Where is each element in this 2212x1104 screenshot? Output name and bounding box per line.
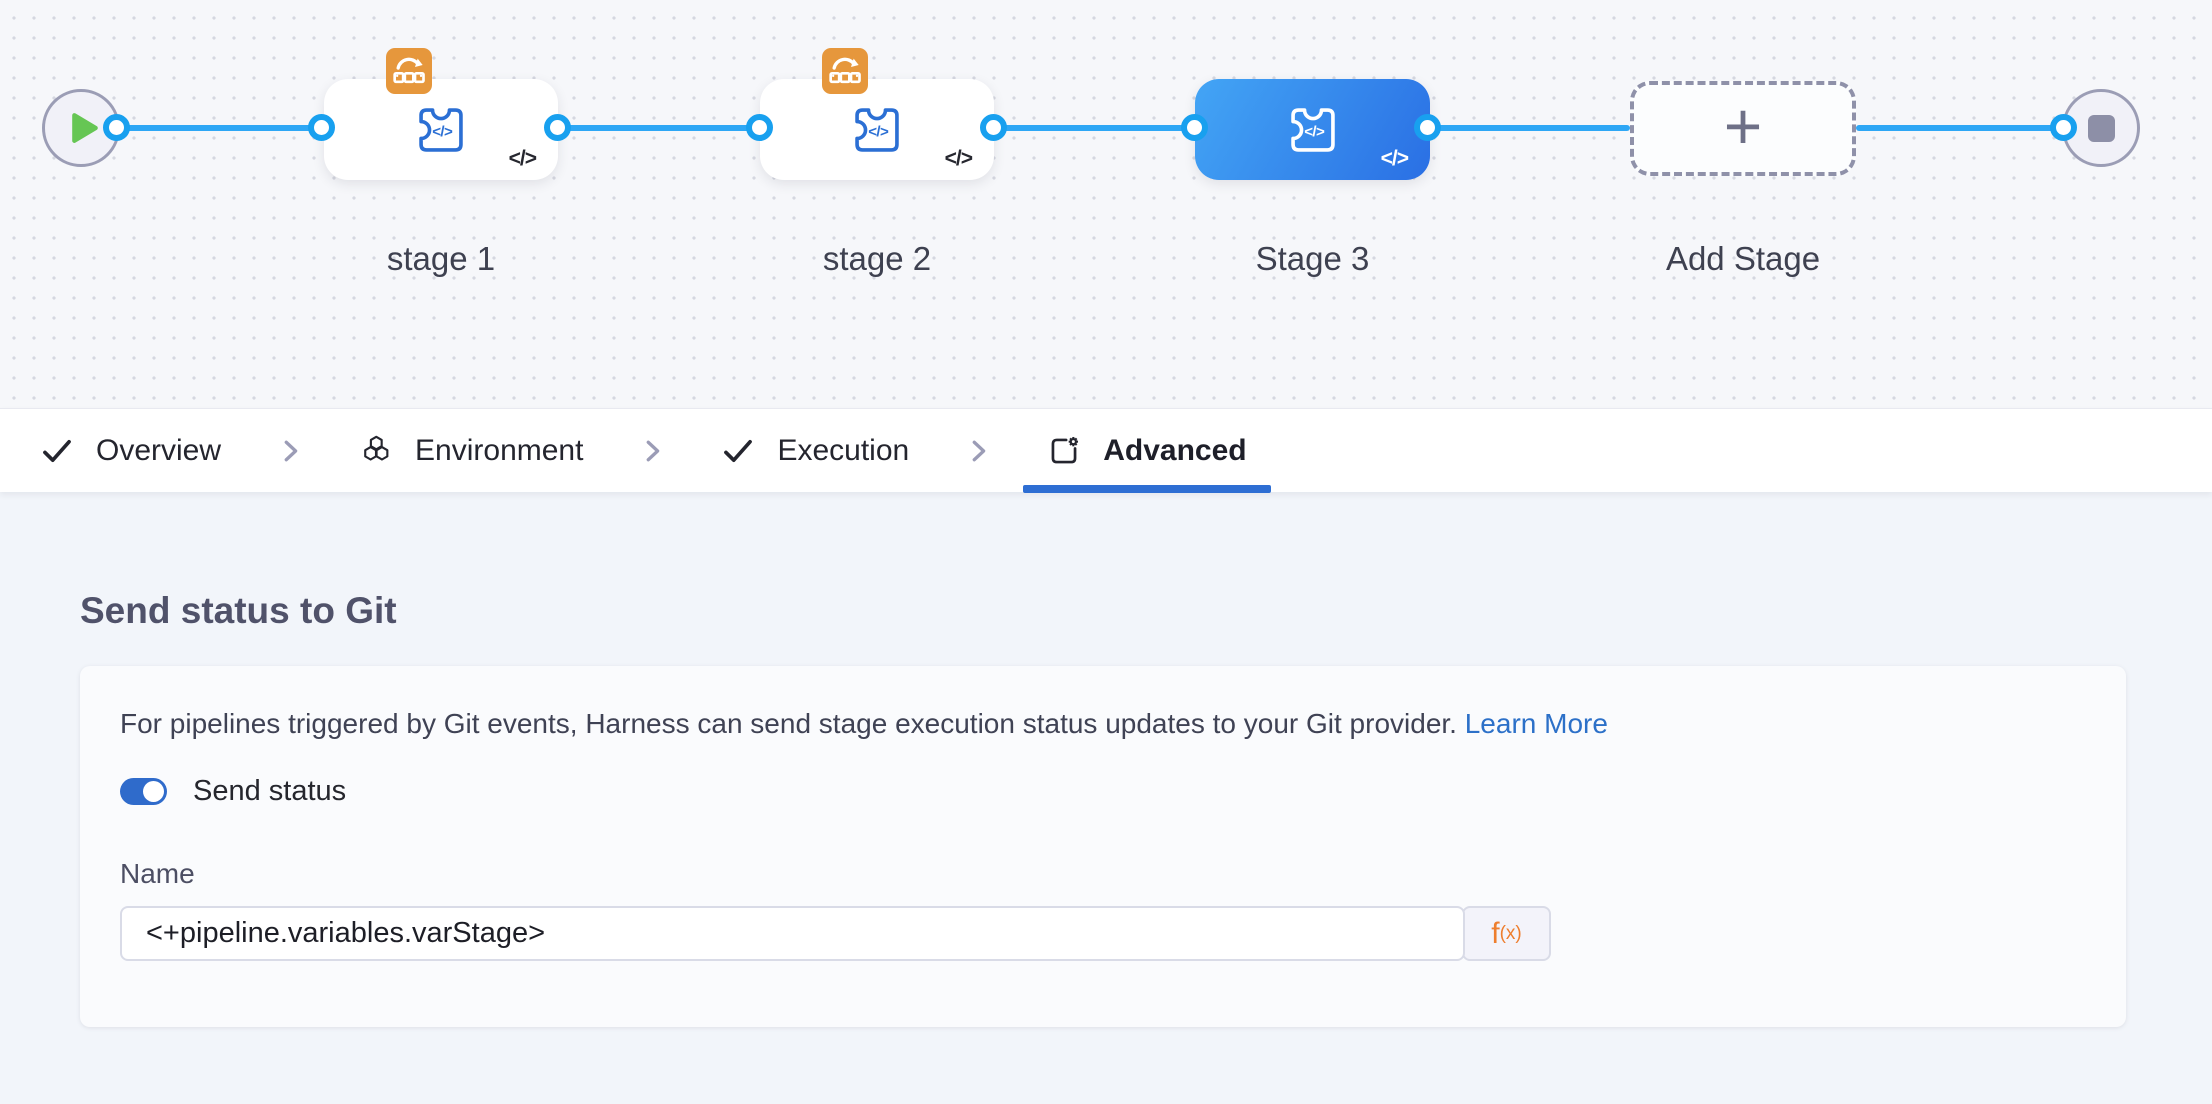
section-title: Send status to Git bbox=[80, 590, 397, 631]
connector-port[interactable] bbox=[746, 114, 773, 141]
add-stage-button[interactable]: + bbox=[1630, 81, 1856, 176]
expression-fx-button[interactable]: f(x) bbox=[1462, 906, 1551, 961]
tab-advanced[interactable]: Advanced bbox=[1023, 409, 1271, 493]
tab-overview[interactable]: Overview bbox=[40, 409, 221, 492]
add-stage-label: Add Stage bbox=[1665, 240, 1821, 277]
tab-environment[interactable]: Environment bbox=[359, 409, 583, 492]
custom-stage-icon: </> bbox=[855, 107, 899, 152]
flow-edge bbox=[556, 125, 761, 131]
play-icon bbox=[71, 113, 98, 143]
chevron-right-icon bbox=[275, 436, 305, 466]
chevron-right-icon bbox=[637, 436, 667, 466]
connector-port[interactable] bbox=[308, 114, 335, 141]
connector-port[interactable] bbox=[544, 114, 571, 141]
code-glyph: </> bbox=[432, 123, 453, 140]
tab-label: Execution bbox=[777, 433, 910, 467]
tab-execution[interactable]: Execution bbox=[721, 409, 909, 492]
tab-label: Overview bbox=[96, 433, 222, 467]
stage-config-tab-bar: Overview Environment Execution bbox=[0, 408, 2212, 493]
learn-more-link[interactable]: Learn More bbox=[1464, 708, 1608, 739]
stage-node-2[interactable]: </> </> bbox=[760, 48, 994, 180]
stage-label: stage 1 bbox=[386, 240, 496, 277]
connector-port[interactable] bbox=[2050, 114, 2077, 141]
name-input[interactable] bbox=[120, 906, 1465, 961]
tab-label: Environment bbox=[415, 433, 584, 467]
send-status-card: For pipelines triggered by Git events, H… bbox=[80, 666, 2126, 1027]
connector-port[interactable] bbox=[1414, 114, 1441, 141]
toggle-label: Send status bbox=[193, 775, 347, 807]
stage-label: stage 2 bbox=[822, 240, 932, 277]
loop-arrow-icon bbox=[393, 57, 425, 84]
code-glyph: </> bbox=[1304, 123, 1325, 140]
pipeline-canvas[interactable]: </> </> </> </> </> </> bbox=[0, 0, 2212, 408]
check-icon bbox=[724, 439, 753, 462]
custom-stage-icon: </> bbox=[419, 107, 463, 152]
looping-strategy-badge[interactable] bbox=[386, 48, 432, 94]
tab-label: Advanced bbox=[1103, 433, 1247, 467]
code-mark: </> bbox=[944, 147, 973, 170]
environment-hexagons-icon bbox=[364, 435, 389, 461]
code-mark: </> bbox=[1380, 147, 1409, 170]
name-field-label: Name bbox=[120, 858, 195, 889]
custom-stage-icon: </> bbox=[1290, 107, 1335, 152]
chevron-right-icon bbox=[963, 436, 993, 466]
toggle-knob bbox=[143, 781, 164, 802]
description-text: For pipelines triggered by Git events, H… bbox=[120, 706, 2086, 741]
advanced-panel: Send status to Git For pipelines trigger… bbox=[0, 492, 2212, 1104]
flow-edge bbox=[1428, 125, 1630, 131]
stage-label: Stage 3 bbox=[1255, 240, 1370, 277]
code-mark: </> bbox=[508, 147, 537, 170]
description-body: For pipelines triggered by Git events, H… bbox=[120, 708, 1457, 739]
send-status-toggle[interactable] bbox=[120, 778, 167, 805]
connector-port[interactable] bbox=[980, 114, 1007, 141]
fx-glyph: f bbox=[1491, 916, 1500, 950]
advanced-settings-icon bbox=[1051, 436, 1079, 463]
stage-node-1[interactable]: </> </> bbox=[324, 48, 558, 180]
active-tab-underline bbox=[1023, 485, 1271, 493]
flow-edge bbox=[993, 125, 1196, 131]
connector-port[interactable] bbox=[1181, 114, 1208, 141]
stage-node-3-selected[interactable]: </> </> bbox=[1195, 79, 1430, 180]
loop-arrow-icon bbox=[829, 57, 861, 84]
stop-icon bbox=[2087, 114, 2115, 142]
looping-strategy-badge[interactable] bbox=[822, 48, 868, 94]
flow-edge bbox=[112, 125, 324, 131]
connector-port[interactable] bbox=[103, 114, 130, 141]
check-icon bbox=[43, 439, 71, 462]
flow-edge bbox=[1856, 125, 2066, 131]
code-glyph: </> bbox=[868, 123, 889, 140]
